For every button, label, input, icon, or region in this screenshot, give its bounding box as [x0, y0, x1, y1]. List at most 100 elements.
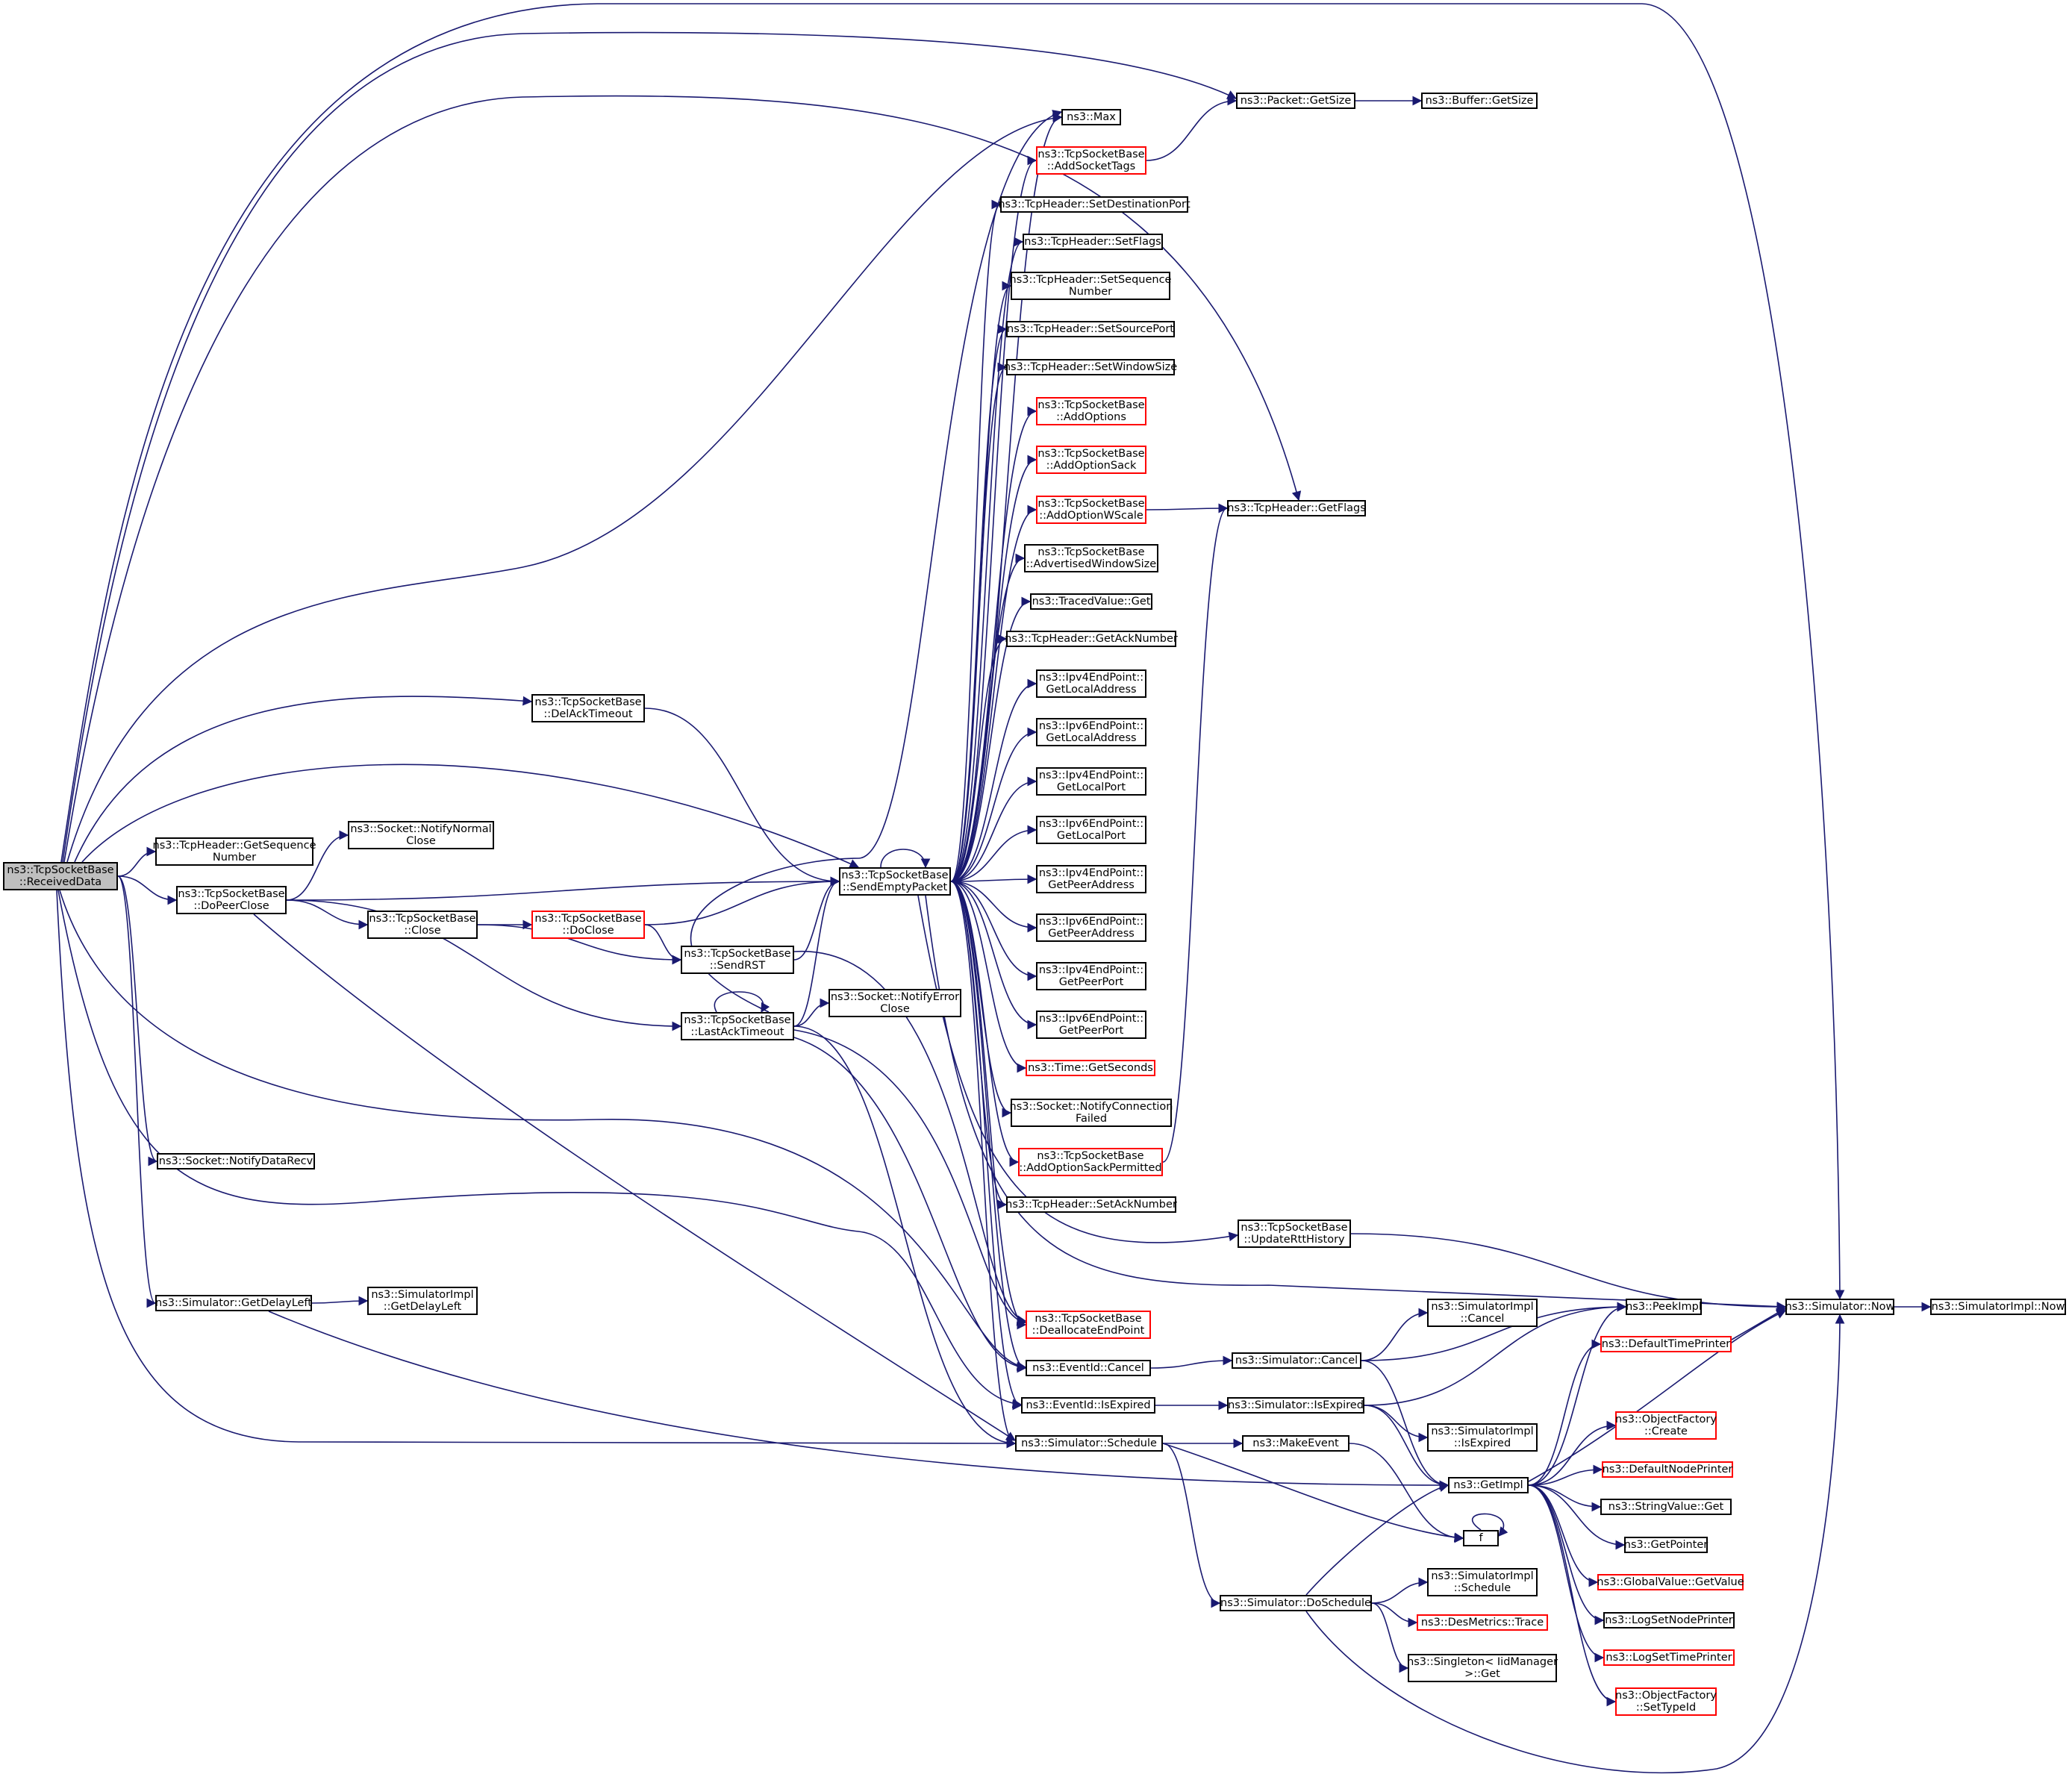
- node-label-line: ns3::TcpHeader::SetAckNumber: [1005, 1199, 1177, 1211]
- node-get-pointer[interactable]: ns3::GetPointer: [1624, 1537, 1708, 1553]
- node-simimpl-cancel[interactable]: ns3::SimulatorImpl::Cancel: [1427, 1299, 1538, 1327]
- node-label-line: ns3::DefaultTimePrinter: [1601, 1338, 1731, 1350]
- node-max[interactable]: ns3::Max: [1061, 109, 1121, 125]
- node-set-flags[interactable]: ns3::TcpHeader::SetFlags: [1023, 234, 1163, 250]
- edge-received_data-to-eventid_cancel: [59, 890, 1027, 1371]
- edge-get_impl-to-get_pointer: [1528, 1484, 1626, 1550]
- node-packet-get-size[interactable]: ns3::Packet::GetSize: [1236, 93, 1355, 109]
- node-label-line: ::SendEmptyPacket: [842, 881, 948, 893]
- node-get-delay-left[interactable]: ns3::Simulator::GetDelayLeft: [155, 1295, 312, 1311]
- node-dealloc-endpoint[interactable]: ns3::TcpSocketBase::DeallocateEndPoint: [1026, 1311, 1151, 1339]
- edge-get_impl-to-default_time_printer: [1528, 1339, 1602, 1486]
- node-peek-impl[interactable]: ns3::PeekImpl: [1626, 1299, 1702, 1315]
- node-last-ack-timeout[interactable]: ns3::TcpSocketBase::LastAckTimeout: [681, 1012, 794, 1040]
- node-log-set-time-printer[interactable]: ns3::LogSetTimePrinter: [1603, 1649, 1735, 1666]
- node-set-window-size[interactable]: ns3::TcpHeader::SetWindowSize: [1004, 359, 1177, 375]
- node-eventid-is-expired[interactable]: ns3::EventId::IsExpired: [1021, 1397, 1155, 1414]
- node-object-factory-create[interactable]: ns3::ObjectFactory::Create: [1615, 1411, 1717, 1440]
- node-add-option-sack[interactable]: ns3::TcpSocketBase::AddOptionSack: [1036, 446, 1146, 474]
- node-update-rtt-history[interactable]: ns3::TcpSocketBase::UpdateRttHistory: [1238, 1220, 1351, 1248]
- node-ipv6-peer-address[interactable]: ns3::Ipv6EndPoint::GetPeerAddress: [1036, 914, 1146, 942]
- node-label-line: ns3::TcpSocketBase: [1037, 498, 1145, 510]
- node-do-close[interactable]: ns3::TcpSocketBase::DoClose: [531, 911, 645, 939]
- node-ipv6-local-address[interactable]: ns3::Ipv6EndPoint::GetLocalAddress: [1036, 718, 1146, 746]
- node-simimpl-is-expired[interactable]: ns3::SimulatorImpl::IsExpired: [1427, 1423, 1538, 1452]
- node-sim-do-schedule[interactable]: ns3::Simulator::DoSchedule: [1220, 1595, 1372, 1611]
- node-sim-now[interactable]: ns3::Simulator::Now: [1785, 1299, 1894, 1315]
- edge-do_close-to-send_empty_packet: [644, 876, 840, 925]
- node-ipv4-local-port[interactable]: ns3::Ipv4EndPoint::GetLocalPort: [1036, 767, 1146, 796]
- node-del-ack-timeout[interactable]: ns3::TcpSocketBase::DelAckTimeout: [531, 694, 645, 722]
- node-label-line: ns3::TcpSocketBase: [534, 696, 642, 708]
- node-f[interactable]: f: [1463, 1530, 1499, 1546]
- node-global-value-get-value[interactable]: ns3::GlobalValue::GetValue: [1597, 1574, 1744, 1590]
- node-make-event[interactable]: ns3::MakeEvent: [1242, 1435, 1349, 1452]
- node-eventid-cancel[interactable]: ns3::EventId::Cancel: [1026, 1360, 1151, 1376]
- edge-send_empty_packet-to-ipv4_local_port: [950, 776, 1037, 882]
- node-tcp-close[interactable]: ns3::TcpSocketBase::Close: [367, 911, 478, 939]
- node-do-peer-close[interactable]: ns3::TcpSocketBase::DoPeerClose: [176, 886, 287, 914]
- node-tcpheader-get-flags[interactable]: ns3::TcpHeader::GetFlags: [1227, 500, 1366, 516]
- node-label-line: ns3::TcpSocketBase: [1037, 546, 1145, 558]
- node-ipv4-peer-port[interactable]: ns3::Ipv4EndPoint::GetPeerPort: [1036, 962, 1146, 990]
- edge-get_delay_left-to-get_impl: [268, 1311, 1450, 1490]
- node-label-line: ns3::GetPointer: [1623, 1539, 1709, 1551]
- node-label-line: ns3::LogSetTimePrinter: [1606, 1652, 1732, 1664]
- node-label-line: ns3::TracedValue::Get: [1032, 596, 1151, 608]
- node-simimpl-schedule[interactable]: ns3::SimulatorImpl::Schedule: [1427, 1568, 1538, 1596]
- edge-do_peer_close-to-tcp_close: [286, 899, 369, 930]
- node-add-socket-tags[interactable]: ns3::TcpSocketBase::AddSocketTags: [1036, 146, 1146, 175]
- node-notify-data-recv[interactable]: ns3::Socket::NotifyDataRecv: [157, 1153, 315, 1170]
- node-traced-value-get[interactable]: ns3::TracedValue::Get: [1030, 593, 1152, 610]
- node-get-ack-number[interactable]: ns3::TcpHeader::GetAckNumber: [1005, 631, 1178, 647]
- node-label-line: ns3::Simulator::IsExpired: [1228, 1399, 1364, 1411]
- node-label-line: ns3::SimulatorImpl: [371, 1289, 474, 1301]
- node-simimpl-get-delay-left[interactable]: ns3::SimulatorImpl::GetDelayLeft: [367, 1287, 478, 1315]
- node-add-options[interactable]: ns3::TcpSocketBase::AddOptions: [1036, 397, 1146, 425]
- node-ipv4-peer-address[interactable]: ns3::Ipv4EndPoint::GetPeerAddress: [1036, 865, 1146, 893]
- node-label-line: ns3::Simulator::Schedule: [1021, 1437, 1157, 1449]
- node-set-dest-port[interactable]: ns3::TcpHeader::SetDestinationPort: [998, 196, 1191, 213]
- node-ipv4-local-address[interactable]: ns3::Ipv4EndPoint::GetLocalAddress: [1036, 669, 1146, 698]
- node-object-factory-set-typeid[interactable]: ns3::ObjectFactory::SetTypeId: [1615, 1687, 1717, 1716]
- node-time-get-seconds[interactable]: ns3::Time::GetSeconds: [1026, 1060, 1155, 1076]
- edge-sim_is_expired-to-simimpl_is_expired: [1364, 1405, 1429, 1443]
- node-add-option-sack-permitted[interactable]: ns3::TcpSocketBase::AddOptionSackPermitt…: [1018, 1148, 1163, 1176]
- node-sim-cancel[interactable]: ns3::Simulator::Cancel: [1232, 1352, 1361, 1369]
- node-simimpl-now[interactable]: ns3::SimulatorImpl::Now: [1930, 1299, 2066, 1315]
- node-singleton-get[interactable]: ns3::Singleton< IidManager>::Get: [1407, 1654, 1558, 1682]
- edge-sim_is_expired-to-get_impl: [1364, 1405, 1450, 1490]
- node-desmetrics-trace[interactable]: ns3::DesMetrics::Trace: [1417, 1614, 1548, 1631]
- node-send-empty-packet[interactable]: ns3::TcpSocketBase::SendEmptyPacket: [839, 867, 951, 896]
- edge-del_ack_timeout-to-send_empty_packet: [644, 708, 840, 887]
- node-ipv6-peer-port[interactable]: ns3::Ipv6EndPoint::GetPeerPort: [1036, 1011, 1146, 1039]
- node-sim-schedule[interactable]: ns3::Simulator::Schedule: [1015, 1435, 1163, 1452]
- node-label-line: Number: [1068, 286, 1113, 298]
- node-label-line: ::AddOptionSackPermitted: [1019, 1162, 1162, 1174]
- node-advertised-window-size[interactable]: ns3::TcpSocketBase::AdvertisedWindowSize: [1024, 544, 1158, 572]
- node-label-line: ns3::TcpHeader::SetSourcePort: [1007, 323, 1174, 335]
- node-label-line: ns3::TcpSocketBase: [684, 1014, 791, 1026]
- node-ipv6-local-port[interactable]: ns3::Ipv6EndPoint::GetLocalPort: [1036, 816, 1146, 844]
- node-label-line: ns3::ObjectFactory: [1615, 1690, 1717, 1702]
- node-log-set-node-printer[interactable]: ns3::LogSetNodePrinter: [1603, 1612, 1735, 1628]
- node-buffer-get-size[interactable]: ns3::Buffer::GetSize: [1421, 93, 1538, 109]
- edge-send_empty_packet-to-sim_now: [925, 895, 1787, 1311]
- edge-sim_do_schedule-to-get_impl: [1305, 1482, 1450, 1596]
- node-add-option-wscale[interactable]: ns3::TcpSocketBase::AddOptionWScale: [1036, 496, 1146, 524]
- node-set-source-port[interactable]: ns3::TcpHeader::SetSourcePort: [1006, 321, 1175, 337]
- node-string-value-get[interactable]: ns3::StringValue::Get: [1600, 1499, 1732, 1515]
- node-get-impl[interactable]: ns3::GetImpl: [1448, 1477, 1529, 1493]
- node-default-node-printer[interactable]: ns3::DefaultNodePrinter: [1602, 1461, 1733, 1478]
- node-default-time-printer[interactable]: ns3::DefaultTimePrinter: [1600, 1336, 1732, 1352]
- edge-last_ack_timeout-to-eventid_cancel: [793, 1037, 1027, 1373]
- node-set-ack-number[interactable]: ns3::TcpHeader::SetAckNumber: [1005, 1196, 1177, 1213]
- node-sim-is-expired[interactable]: ns3::Simulator::IsExpired: [1227, 1397, 1364, 1414]
- edge-send_empty_packet-to-eventid_cancel: [950, 881, 1027, 1373]
- node-send-rst[interactable]: ns3::TcpSocketBase::SendRST: [681, 946, 794, 974]
